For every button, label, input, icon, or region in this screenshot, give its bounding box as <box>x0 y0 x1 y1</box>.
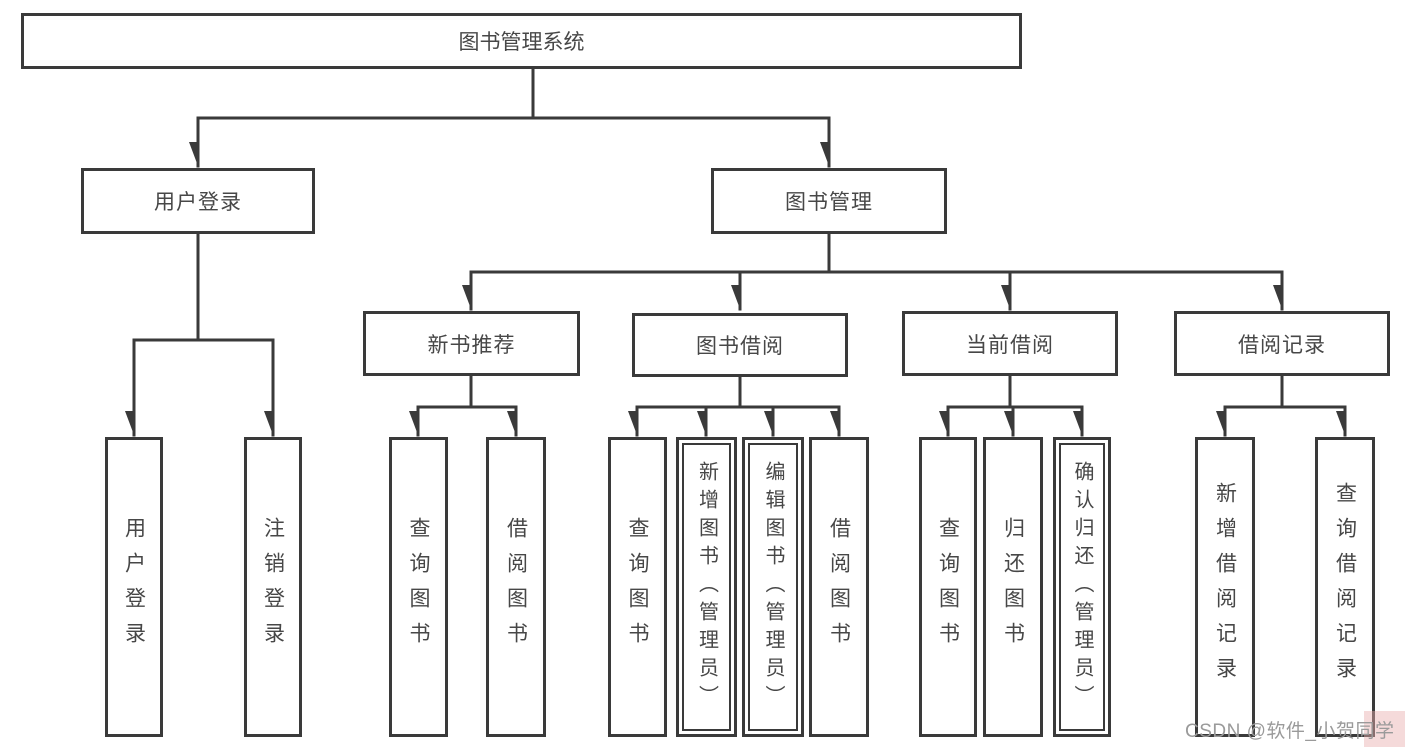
node-label: 新书推荐 <box>427 333 516 357</box>
node-query-books-newrec: 查询图书 <box>389 437 448 737</box>
node-borrow-books-borrowing: 借阅图书 <box>809 437 869 737</box>
node-add-books-admin: 新增图书（管理员） <box>676 437 737 737</box>
node-label: 用户登录 <box>122 517 146 657</box>
node-label: 图书借阅 <box>696 335 784 358</box>
node-label: 确认归还（管理员） <box>1071 461 1093 713</box>
node-label: 新增借阅记录 <box>1213 482 1237 692</box>
node-label: 图书管理 <box>785 191 873 214</box>
node-return-books: 归还图书 <box>983 437 1043 737</box>
csdn-watermark: CSDN @软件_小贺同学 <box>1185 721 1395 742</box>
node-label: 借阅记录 <box>1238 333 1326 357</box>
node-label: 查询图书 <box>407 517 431 657</box>
node-add-borrow-record: 新增借阅记录 <box>1195 437 1255 737</box>
node-label: 图书管理系统 <box>458 31 585 54</box>
node-book-management: 图书管理 <box>711 168 947 234</box>
node-query-books-borrowing: 查询图书 <box>608 437 667 737</box>
node-logout: 注销登录 <box>244 437 302 737</box>
node-borrow-books-newrec: 借阅图书 <box>486 437 546 737</box>
node-edit-books-admin: 编辑图书（管理员） <box>742 437 804 737</box>
node-label: 用户登录 <box>154 191 242 214</box>
node-query-books-current: 查询图书 <box>919 437 977 737</box>
node-label: 借阅图书 <box>504 517 528 657</box>
node-new-book-recommendation: 新书推荐 <box>363 311 580 376</box>
node-label: 借阅图书 <box>827 517 851 657</box>
node-book-borrowing: 图书借阅 <box>632 313 848 377</box>
node-library-management-system: 图书管理系统 <box>21 13 1022 69</box>
node-label: 注销登录 <box>261 517 285 657</box>
node-confirm-return-admin: 确认归还（管理员） <box>1053 437 1111 737</box>
node-borrowing-records: 借阅记录 <box>1174 311 1390 376</box>
node-label: 查询图书 <box>936 517 960 657</box>
node-label: 编辑图书（管理员） <box>762 461 784 713</box>
node-label: 归还图书 <box>1001 517 1025 657</box>
node-label: 查询图书 <box>626 517 650 657</box>
node-user-login-group: 用户登录 <box>81 168 315 234</box>
node-user-login: 用户登录 <box>105 437 163 737</box>
node-label: 当前借阅 <box>966 333 1054 357</box>
node-query-borrow-record: 查询借阅记录 <box>1315 437 1375 737</box>
watermark-highlight <box>1364 711 1405 747</box>
node-label: 新增图书（管理员） <box>695 461 718 713</box>
node-current-borrowing: 当前借阅 <box>902 311 1118 376</box>
node-label: 查询借阅记录 <box>1333 482 1357 692</box>
